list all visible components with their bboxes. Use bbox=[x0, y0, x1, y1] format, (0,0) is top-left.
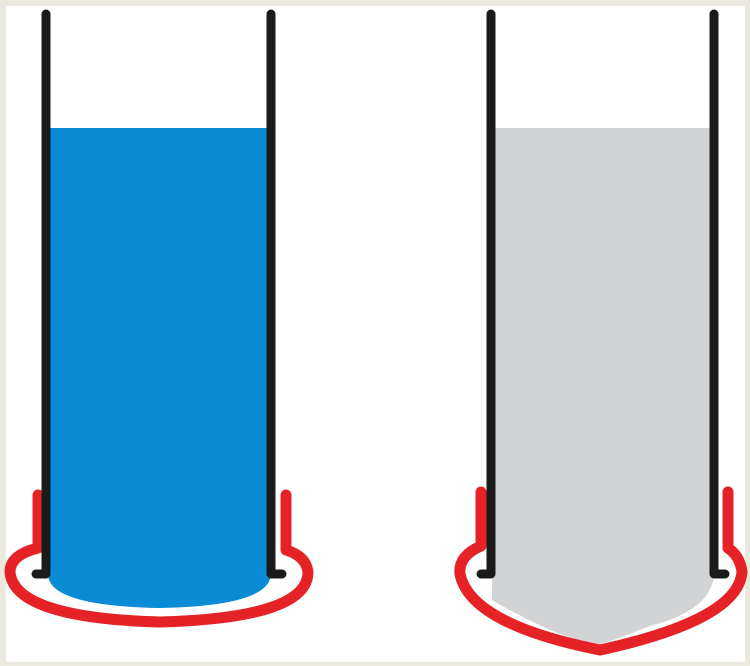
right-tube-liquid bbox=[492, 128, 714, 644]
left-tube-liquid bbox=[48, 128, 271, 608]
